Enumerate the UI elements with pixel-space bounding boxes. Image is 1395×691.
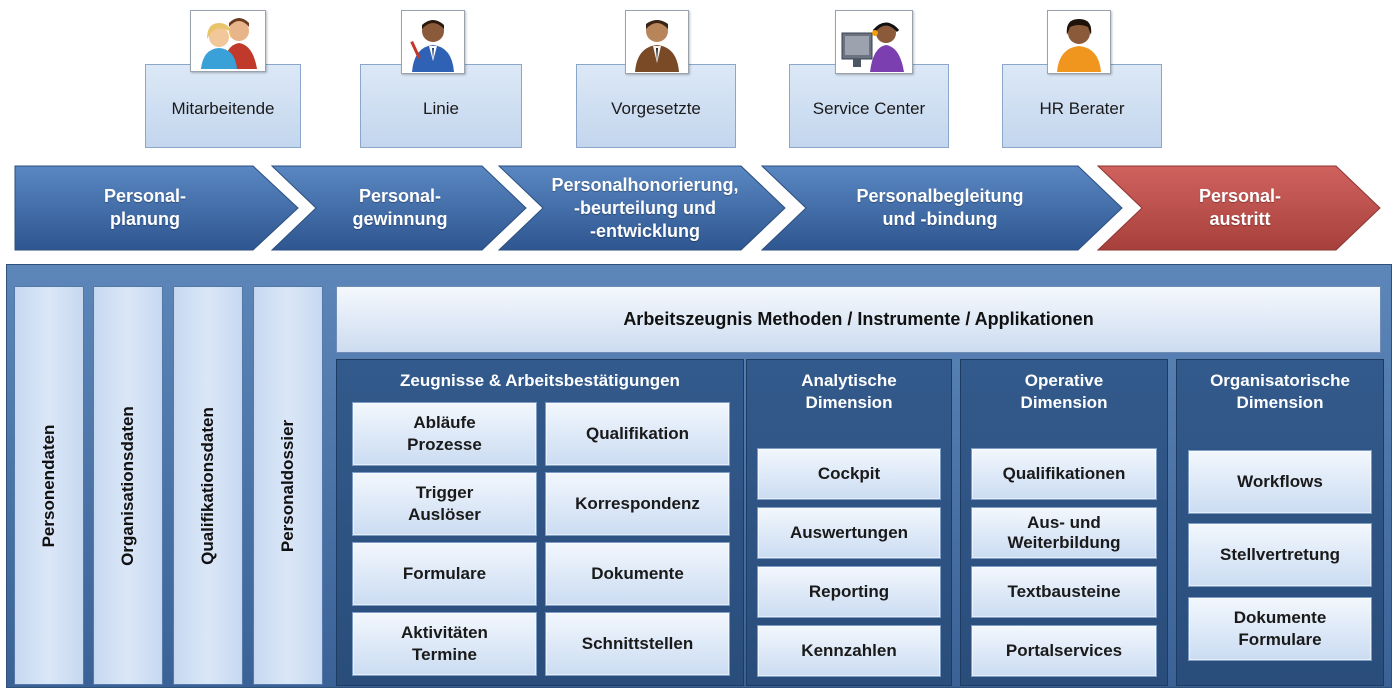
item-qualifikation: Qualifikation xyxy=(545,402,730,466)
data-column-organisationsdaten: Organisationsdaten xyxy=(93,286,163,685)
item-aktivitaeten-termine: Aktivitäten Termine xyxy=(352,612,537,676)
role-box-hr-berater: HR Berater xyxy=(1002,64,1162,148)
item-ablaeufe-prozesse: Abläufe Prozesse xyxy=(352,402,537,466)
item-stellvertretung: Stellvertretung xyxy=(1188,523,1372,587)
item-portalservices: Portalservices xyxy=(971,625,1157,677)
data-column-label: Qualifikationsdaten xyxy=(198,406,217,565)
data-column-label: Personaldossier xyxy=(278,419,297,552)
item-textbausteine: Textbausteine xyxy=(971,566,1157,618)
item-formulare: Formulare xyxy=(352,542,537,606)
role-label: Service Center xyxy=(812,99,926,118)
group-title: Organisatorische Dimension xyxy=(1210,371,1350,412)
role-box-mitarbeitende: Mitarbeitende xyxy=(145,64,301,148)
role-box-linie: Linie xyxy=(360,64,522,148)
item-workflows: Workflows xyxy=(1188,450,1372,514)
phase-label-austritt: Personal- austritt xyxy=(1198,186,1282,229)
phase-arrow-gewinnung xyxy=(270,165,527,251)
advisor-icon xyxy=(1047,10,1111,74)
item-dokumente: Dokumente xyxy=(545,542,730,606)
item-cockpit: Cockpit xyxy=(757,448,941,500)
support-agent-icon xyxy=(835,10,913,74)
phase-label-gewinnung: Personal- gewinnung xyxy=(352,186,448,229)
phase-label-planung: Personal- planung xyxy=(103,186,187,229)
phase-arrow-begleitung xyxy=(760,165,1123,251)
item-kennzahlen: Kennzahlen xyxy=(757,625,941,677)
people-icon xyxy=(190,10,266,72)
item-schnittstellen: Schnittstellen xyxy=(545,612,730,676)
role-box-service-center: Service Center xyxy=(789,64,949,148)
item-trigger-ausloeser: Trigger Auslöser xyxy=(352,472,537,536)
data-column-personaldossier: Personaldossier xyxy=(253,286,323,685)
role-label: HR Berater xyxy=(1039,99,1125,118)
group-title: Analytische Dimension xyxy=(801,371,897,412)
businessman-icon xyxy=(401,10,465,74)
role-label: Linie xyxy=(423,99,459,118)
item-dokumente-formulare: Dokumente Formulare xyxy=(1188,597,1372,661)
group-title: Zeugnisse & Arbeitsbestätigungen xyxy=(400,371,680,390)
data-column-personendaten: Personendaten xyxy=(14,286,84,685)
role-label: Mitarbeitende xyxy=(171,99,275,118)
role-label: Vorgesetzte xyxy=(611,99,701,118)
phase-label-begleitung: Personalbegleitung und -bindung xyxy=(856,186,1024,229)
phase-arrow-austritt xyxy=(1096,165,1381,251)
data-column-label: Personendaten xyxy=(39,424,58,547)
data-column-label: Organisationsdaten xyxy=(118,405,137,566)
item-qualifikationen: Qualifikationen xyxy=(971,448,1157,500)
data-column-qualifikationsdaten: Qualifikationsdaten xyxy=(173,286,243,685)
item-reporting: Reporting xyxy=(757,566,941,618)
phase-arrow-planung xyxy=(14,165,299,251)
phase-label-honorierung: Personalhonorierung, -beurteilung und -e… xyxy=(551,174,739,241)
process-chain xyxy=(14,165,1381,251)
item-korrespondenz: Korrespondenz xyxy=(545,472,730,536)
phase-arrow-honorierung xyxy=(497,165,786,251)
manager-icon xyxy=(625,10,689,74)
group-title: Operative Dimension xyxy=(1020,371,1108,412)
item-auswertungen: Auswertungen xyxy=(757,507,941,559)
methods-header: Arbeitszeugnis Methoden / Instrumente / … xyxy=(336,286,1381,353)
item-aus-und-weiterbildung: Aus- und Weiterbildung xyxy=(971,507,1157,559)
